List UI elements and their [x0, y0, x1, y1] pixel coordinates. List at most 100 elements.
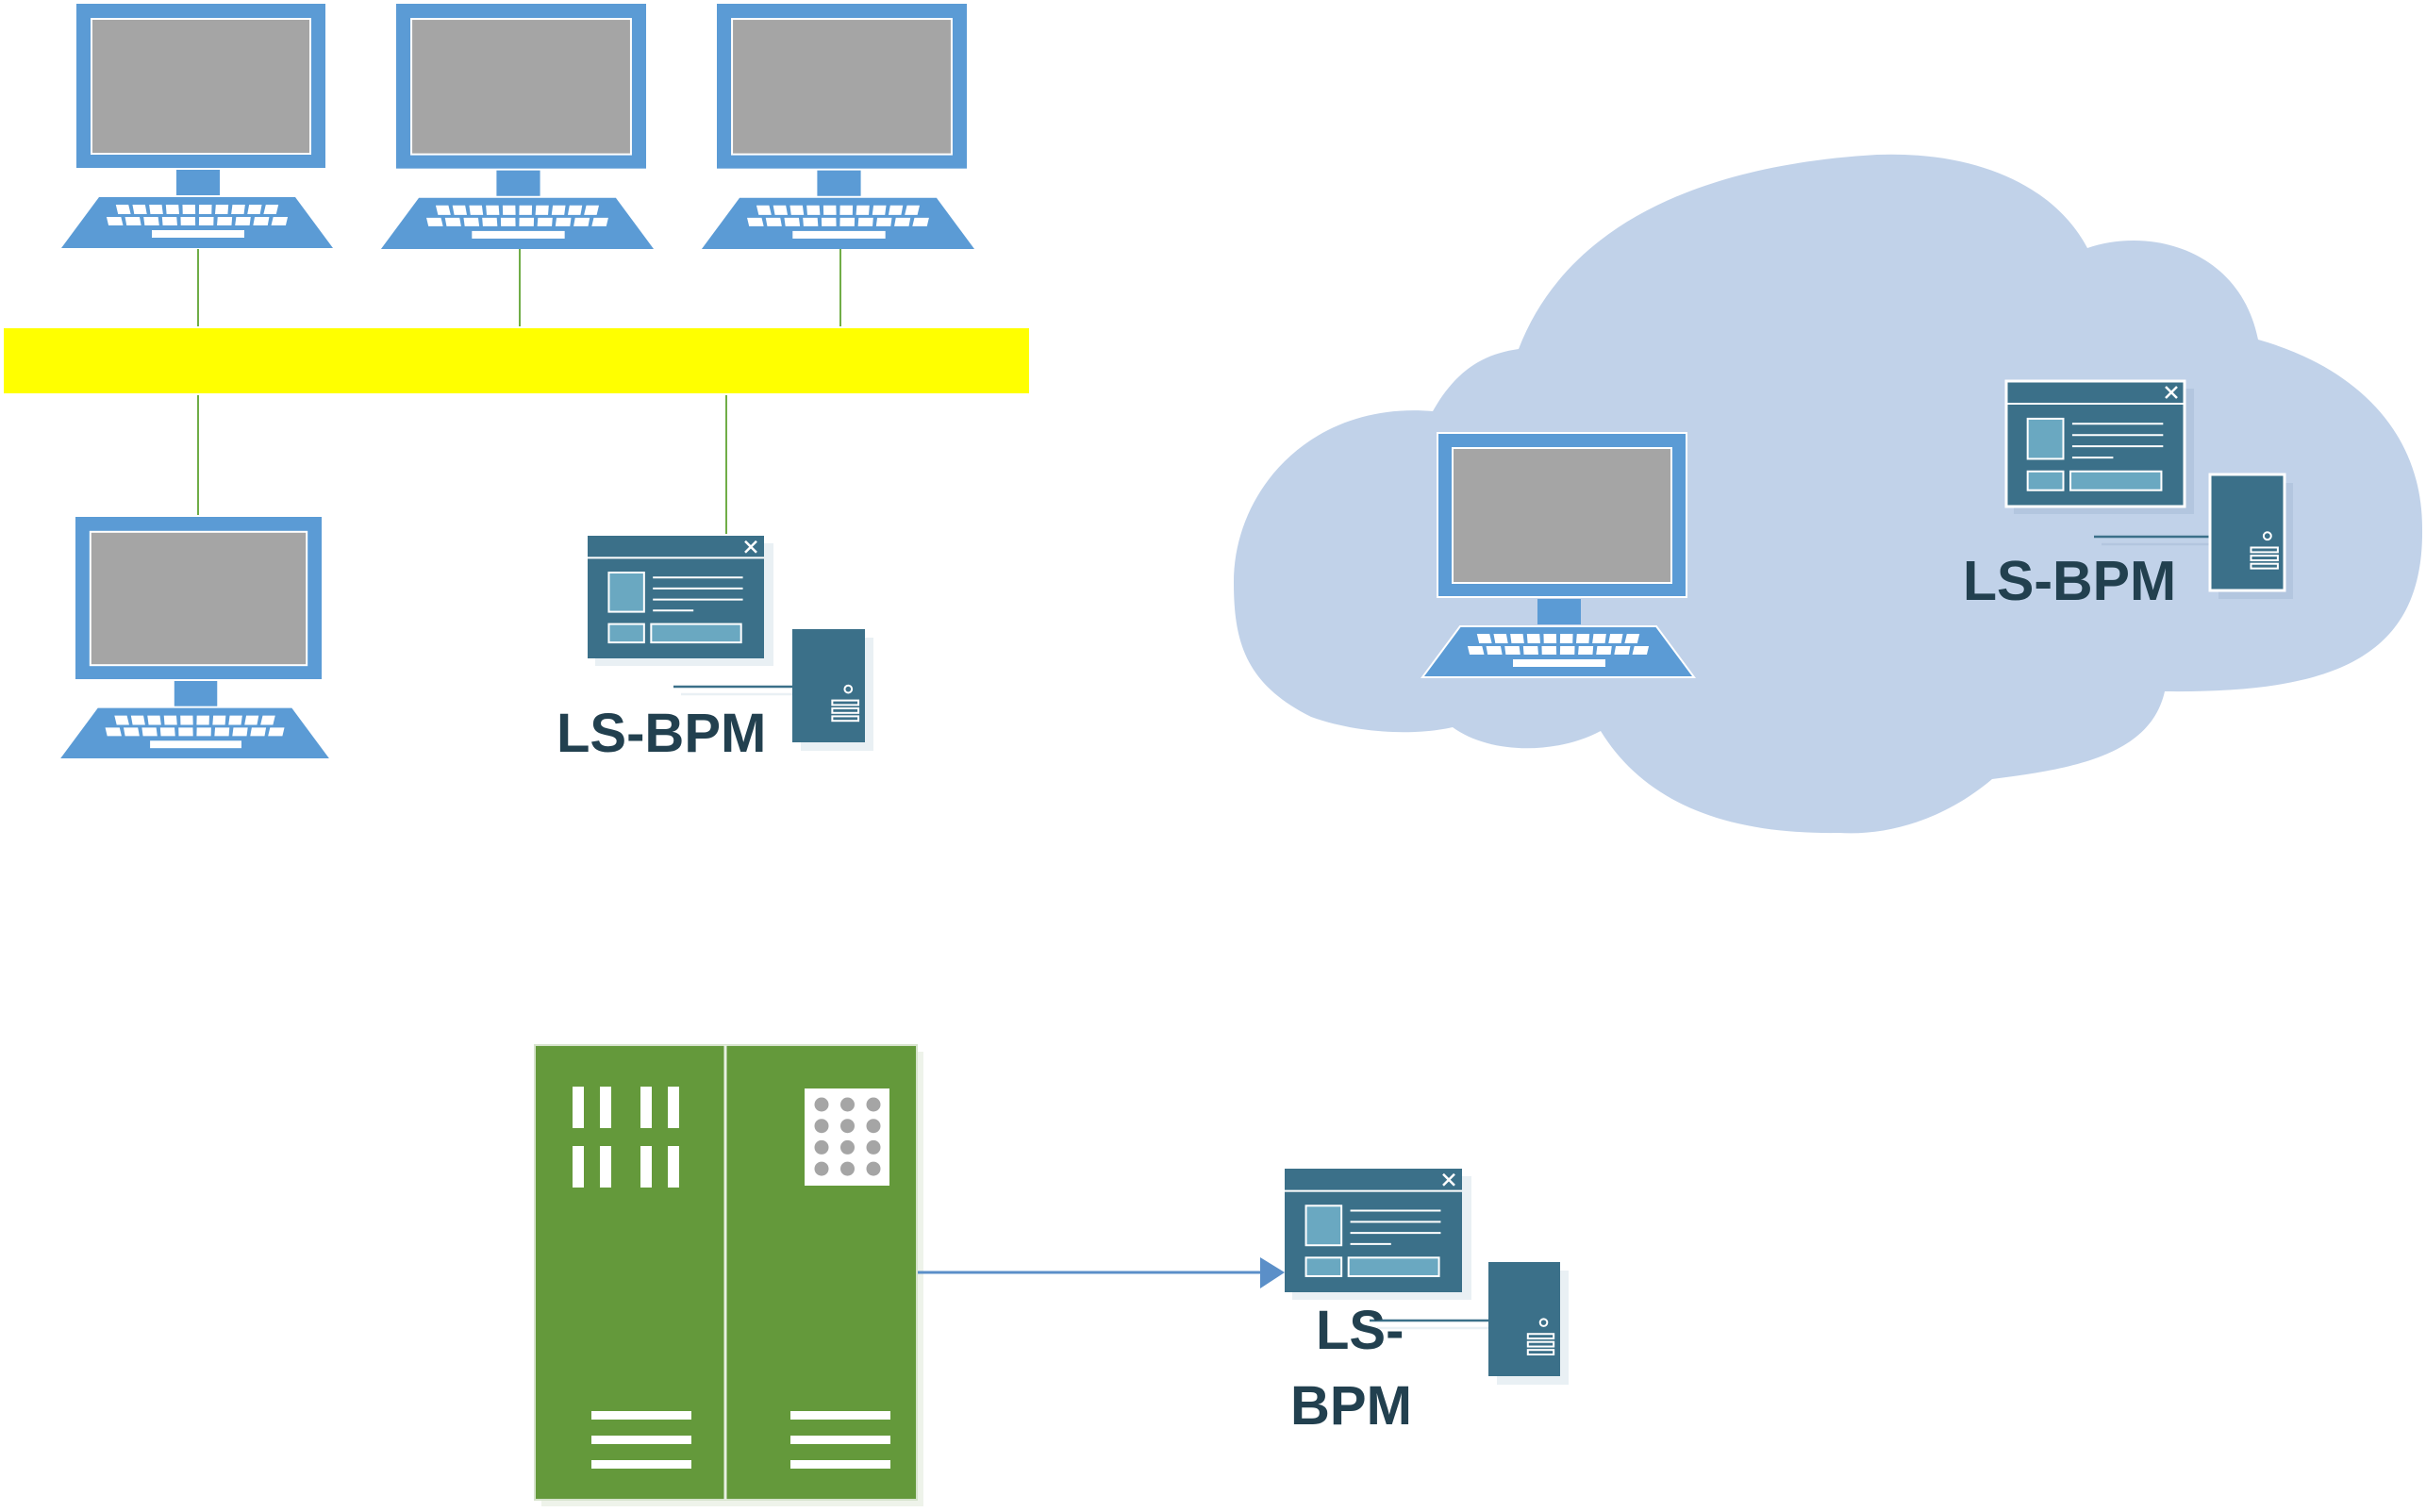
monitor-stand: [817, 170, 861, 196]
keyboard-icon: [61, 197, 333, 248]
workstation: [701, 4, 975, 249]
keyboard-key: [163, 715, 177, 725]
server-tower-icon: [2208, 473, 2286, 592]
status-led-icon: [814, 1119, 829, 1134]
server-rack: [534, 1044, 923, 1506]
window-button: [650, 623, 742, 644]
keyboard-key: [1504, 646, 1520, 655]
keyboard-icon: [380, 197, 655, 249]
keyboard-key: [823, 205, 837, 215]
keyboard-key: [143, 217, 159, 225]
keyboard-key: [435, 205, 451, 215]
status-led-icon: [840, 1139, 855, 1155]
keyboard-key: [244, 715, 259, 725]
keyboard-key: [502, 205, 516, 215]
monitor-screen: [1452, 447, 1672, 584]
keyboard-key: [130, 715, 145, 725]
keyboard-key: [180, 715, 193, 725]
keyboard-key: [196, 727, 211, 737]
drive-slot: [790, 1436, 890, 1444]
ls-bpm-icons: [588, 379, 2293, 1385]
image-placeholder: [607, 572, 645, 613]
keyboard-key: [271, 217, 289, 225]
close-icon: [1442, 1172, 1455, 1187]
drive-bay: [2250, 562, 2279, 570]
keyboard-key: [125, 217, 141, 225]
status-led-icon: [866, 1139, 881, 1155]
keyboard-key: [1493, 634, 1508, 643]
drive-slot: [591, 1460, 691, 1469]
keyboard-key: [584, 205, 600, 215]
arrow-head-icon: [1260, 1257, 1285, 1288]
ls-bpm-server-icon: [1285, 1169, 1569, 1385]
keyboard-key: [235, 217, 251, 225]
workstation: [380, 4, 655, 249]
drive-bay: [831, 707, 860, 714]
monitor-stand: [176, 170, 220, 195]
keyboard-key: [212, 715, 226, 725]
keyboard-key: [1526, 634, 1540, 643]
keyboard-key: [1522, 646, 1538, 655]
keyboard-key: [1596, 646, 1612, 655]
keyboard-key: [756, 205, 772, 215]
close-icon: [744, 540, 757, 554]
keyboard-key: [182, 205, 196, 214]
drive-slot: [790, 1460, 890, 1469]
keyboard-key: [159, 727, 175, 737]
monitor-stand: [1537, 599, 1581, 624]
status-led-icon: [866, 1119, 881, 1134]
keyboard-icon: [701, 197, 975, 249]
monitor-stand: [174, 681, 218, 706]
keyboard-key: [857, 217, 873, 226]
window-button: [1347, 1256, 1440, 1277]
workstation: [60, 517, 329, 759]
keyboard-key: [765, 217, 782, 226]
status-led-icon: [814, 1139, 829, 1155]
power-button-icon: [2262, 531, 2272, 541]
drive-bay: [831, 699, 860, 706]
keyboard-key: [912, 217, 929, 226]
keyboard-key: [1559, 646, 1575, 655]
keyboard-key: [250, 727, 267, 737]
keyboard-key: [1576, 634, 1590, 643]
status-led-icon: [840, 1097, 855, 1112]
keyboard-key: [784, 217, 801, 226]
monitor-screen: [410, 18, 632, 156]
keyboard-spacebar: [150, 740, 241, 749]
keyboard-key: [165, 205, 179, 214]
drive-slot: [591, 1436, 691, 1444]
keyboard-key: [180, 217, 196, 225]
status-led-icon: [866, 1097, 881, 1112]
keyboard-icon: [1421, 625, 1696, 678]
vent-slot: [668, 1087, 679, 1128]
window-button: [607, 623, 645, 644]
drive-bay: [1526, 1333, 1555, 1340]
keyboard-key: [1476, 634, 1492, 643]
keyboard-key: [232, 727, 248, 737]
image-placeholder: [1304, 1205, 1343, 1247]
keyboard-key: [1510, 634, 1524, 643]
keyboard-spacebar: [792, 230, 886, 239]
keyboard-key: [1486, 646, 1503, 655]
ls-bpm-label-cloud: LS-BPM: [1963, 550, 2176, 612]
keyboard-key: [591, 217, 608, 226]
keyboard-key: [198, 217, 214, 225]
keyboard-key: [839, 217, 856, 226]
keyboard-key: [806, 205, 821, 215]
monitor-screen: [91, 18, 311, 155]
keyboard-key: [141, 727, 158, 737]
vent-slot: [600, 1087, 611, 1128]
keyboard-key: [161, 217, 177, 225]
keyboard-key: [452, 205, 468, 215]
keyboard-key: [1624, 634, 1640, 643]
vent-slot: [573, 1146, 584, 1188]
drive-bay: [2250, 546, 2279, 554]
keyboard-key: [789, 205, 805, 215]
drive-slot: [591, 1411, 691, 1420]
workstation: [61, 4, 333, 248]
keyboard-key: [217, 217, 233, 225]
keyboard-key: [198, 205, 212, 214]
drive-bay: [2250, 555, 2279, 562]
keyboard-key: [747, 217, 764, 226]
